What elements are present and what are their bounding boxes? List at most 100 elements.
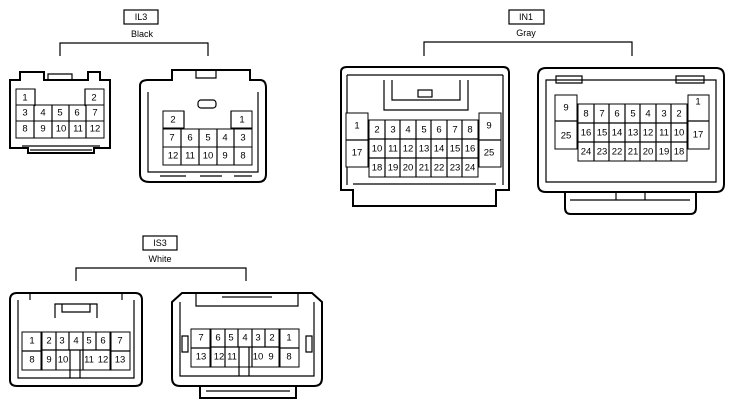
connector-group-in1: IN1 Gray 1 17 2 3 4 5 6 7 8 10 xyxy=(340,9,725,215)
connector-code-box xyxy=(123,9,159,25)
pin-label: 17 xyxy=(693,130,704,141)
pin-label: 3 xyxy=(22,108,27,119)
pin-label: 19 xyxy=(659,147,670,158)
connector-code-label: IL3 xyxy=(135,12,148,22)
pin-label: 12 xyxy=(98,355,109,366)
pin-label: 9 xyxy=(46,355,51,366)
lock-tab xyxy=(417,89,433,98)
connector-group-il3: IL3 Black 1 2 3 4 5 6 7 8 9 10 11 xyxy=(9,9,267,183)
pin-label: 22 xyxy=(612,147,623,158)
pin-label: 10 xyxy=(674,128,685,139)
pin-label: 13 xyxy=(115,355,126,366)
connector-group-is3: IS3 White 1 8 2 3 4 5 6 9 10 11 12 7 xyxy=(9,235,323,399)
pin-label: 11 xyxy=(659,128,669,139)
connector-female-half: 1 8 2 3 4 5 6 9 10 11 12 7 13 xyxy=(9,292,143,387)
pin-label: 5 xyxy=(630,109,635,120)
pin-label: 2 xyxy=(374,125,379,136)
pin-row xyxy=(162,146,253,166)
housing-rib xyxy=(22,145,100,151)
lock-tab xyxy=(195,70,217,79)
pin-label: 4 xyxy=(73,336,78,347)
pin-label: 25 xyxy=(561,131,572,142)
pin-label: 21 xyxy=(628,147,639,158)
pin-label: 5 xyxy=(86,336,91,347)
pin-label: 13 xyxy=(196,352,207,363)
pin-label: 1 xyxy=(22,93,27,104)
pin-label: 9 xyxy=(563,103,568,114)
pin-label: 2 xyxy=(91,93,96,104)
pin-label: 1 xyxy=(286,333,291,344)
pin-label: 12 xyxy=(90,124,101,135)
pin-cavity xyxy=(687,94,710,150)
pin-label: 13 xyxy=(419,144,430,155)
lock-tab xyxy=(47,73,73,80)
pin-label: 5 xyxy=(228,333,233,344)
pin-label: 17 xyxy=(352,148,363,159)
pin-dividers xyxy=(346,120,501,177)
connector-housing xyxy=(139,69,267,183)
pin-label: 16 xyxy=(581,128,592,139)
connector-bracket xyxy=(59,42,209,56)
pin-label: 10 xyxy=(203,151,214,162)
connector-female-half: 1 17 2 3 4 5 6 7 8 10 11 12 13 14 15 16 … xyxy=(340,66,510,207)
pin-label: 25 xyxy=(484,148,495,159)
pin-label: 9 xyxy=(222,151,227,162)
pin-label: 24 xyxy=(581,147,592,158)
connector-male-half: 2 1 7 6 5 4 3 12 11 10 9 8 xyxy=(139,69,267,183)
connector-female-half: 1 2 3 4 5 6 7 8 9 10 11 12 xyxy=(9,71,111,154)
connector-code-box xyxy=(508,9,545,25)
pin-label: 7 xyxy=(599,109,604,120)
key-slot xyxy=(197,99,217,109)
pin-label: 4 xyxy=(242,333,247,344)
pin-label: 4 xyxy=(40,108,45,119)
pin-label: 4 xyxy=(645,109,650,120)
pin-label: 10 xyxy=(58,355,69,366)
lock-base xyxy=(564,192,697,215)
pin-label: 11 xyxy=(388,144,398,155)
pin-label: 6 xyxy=(215,333,220,344)
pin-label: 18 xyxy=(674,147,685,158)
lock-rib xyxy=(570,192,690,201)
pin-label: 2 xyxy=(676,109,681,120)
lock-latch xyxy=(383,80,469,111)
housing-inner xyxy=(179,293,315,377)
pin-label: 11 xyxy=(227,352,237,363)
pin-block xyxy=(41,331,111,371)
lock-latch xyxy=(54,303,98,318)
pin-label: 21 xyxy=(419,163,430,174)
pin-label: 7 xyxy=(198,333,203,344)
pin-label: 24 xyxy=(465,163,476,174)
pin-label: 3 xyxy=(661,109,666,120)
pin-label: 13 xyxy=(628,128,639,139)
pin-label: 12 xyxy=(168,151,179,162)
pin-label: 23 xyxy=(597,147,608,158)
pin-label: 3 xyxy=(390,125,395,136)
connector-bracket xyxy=(75,267,247,281)
pin-label: 7 xyxy=(92,108,97,119)
pin-label: 6 xyxy=(436,125,441,136)
housing-inner xyxy=(545,79,717,183)
pin-label: 22 xyxy=(434,163,445,174)
pin-label: 5 xyxy=(205,133,210,144)
pin-block xyxy=(577,103,688,162)
housing-inner xyxy=(17,293,135,379)
connector-color-label: White xyxy=(148,254,171,264)
pin-label: 10 xyxy=(56,124,67,135)
pin-label: 10 xyxy=(372,144,383,155)
pin-label: 4 xyxy=(405,125,410,136)
pin-dividers xyxy=(191,329,299,376)
pin-label: 7 xyxy=(169,133,174,144)
lock-base xyxy=(199,386,297,399)
pin-label: 4 xyxy=(222,133,227,144)
pin-label: 1 xyxy=(29,336,34,347)
pin-label: 1 xyxy=(695,97,700,108)
pin-label: 20 xyxy=(403,163,414,174)
pin-label: 20 xyxy=(643,147,654,158)
pin-label: 8 xyxy=(240,151,245,162)
pin-label: 6 xyxy=(614,109,619,120)
pin-dividers xyxy=(33,89,87,138)
pin-dividers xyxy=(180,111,235,165)
pin-label: 8 xyxy=(286,352,291,363)
connector-housing xyxy=(9,292,143,387)
connector-code-label: IN1 xyxy=(519,12,533,22)
